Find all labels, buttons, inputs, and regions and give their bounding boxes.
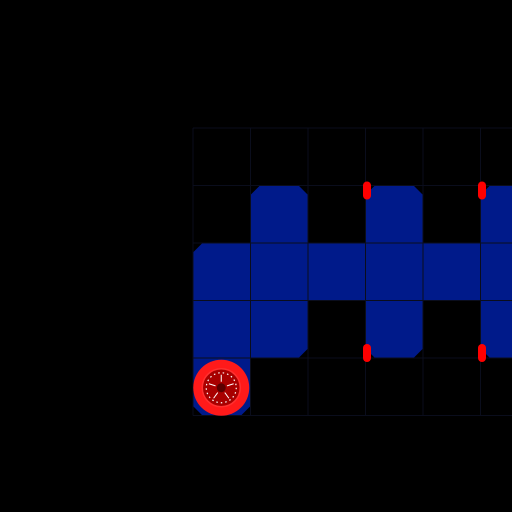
agent-icon <box>193 359 250 416</box>
floor-cell <box>365 300 424 359</box>
floor-cell <box>365 242 424 301</box>
grid-layer <box>192 127 512 416</box>
marker-layer <box>363 181 486 362</box>
agent-spoke <box>213 392 219 399</box>
agent-spoke <box>226 383 234 387</box>
agent-spoke <box>224 392 230 399</box>
marker-icon <box>363 344 371 362</box>
agent-dots <box>205 372 237 404</box>
agent-spoke <box>208 383 216 387</box>
floor-cell <box>250 185 309 244</box>
floor-cell <box>422 242 481 301</box>
floor-cell <box>250 242 309 301</box>
floor-cell <box>307 242 366 301</box>
agent-layer <box>193 359 250 416</box>
marker-icon <box>478 344 486 362</box>
floor-cell <box>192 300 251 359</box>
floor-cell <box>250 300 309 359</box>
floor-cell <box>192 242 251 301</box>
agent-center <box>216 383 226 393</box>
floor-cell <box>365 185 424 244</box>
marker-icon <box>363 181 371 200</box>
marker-icon <box>478 181 486 200</box>
floor-cell <box>480 242 512 301</box>
